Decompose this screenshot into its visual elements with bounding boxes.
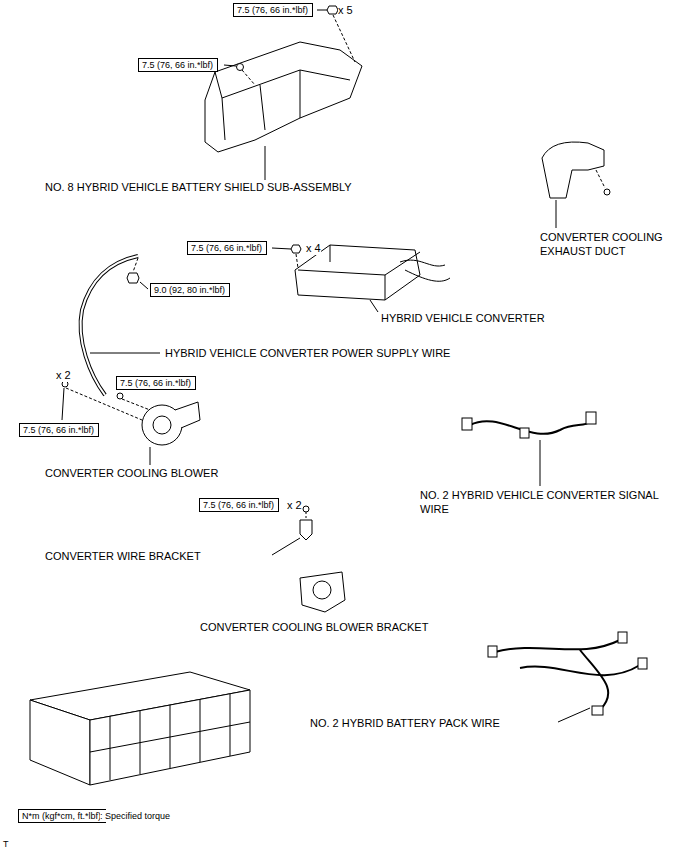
torque-box: 7.5 (76, 66 in.*lbf)	[233, 3, 313, 17]
pack-front	[90, 690, 250, 785]
connector-icon	[520, 428, 529, 438]
dash-line	[596, 170, 605, 188]
torque-box: 7.5 (76, 66 in.*lbf)	[199, 498, 279, 512]
torque-box: N*m (kgf*cm, ft.*lbf)	[18, 809, 106, 823]
part-name: CONVERTER COOLING BLOWER BRACKET	[200, 620, 428, 634]
torque-box: 9.0 (92, 80 in.*lbf)	[150, 283, 230, 297]
nut-icon	[127, 273, 139, 283]
duct-part	[542, 142, 604, 198]
part-name: CONVERTER COOLING BLOWER	[45, 466, 218, 480]
torque-value: 7.5 (76, 66 in.*lbf)	[23, 424, 95, 436]
part-name: HYBRID VEHICLE CONVERTER	[381, 311, 545, 325]
part-name: CONVERTER COOLING EXHAUST DUCT	[540, 230, 665, 258]
part-name: HYBRID VEHICLE CONVERTER POWER SUPPLY WI…	[165, 346, 450, 360]
torque-value: 7.5 (76, 66 in.*lbf)	[120, 377, 192, 389]
nut-icon	[604, 189, 610, 195]
dash-line	[122, 399, 150, 410]
power-wire	[81, 256, 138, 395]
leader-line	[224, 65, 236, 66]
dash-line	[133, 258, 138, 272]
nut-icon	[303, 506, 309, 512]
bracket-part	[300, 520, 312, 540]
leader-line	[370, 300, 378, 312]
dash-line	[306, 512, 307, 519]
torque-box: 7.5 (76, 66 in.*lbf)	[138, 58, 218, 72]
torque-value: 7.5 (76, 66 in.*lbf)	[237, 4, 309, 16]
torque-value: 9.0 (92, 80 in.*lbf)	[154, 284, 226, 296]
blower-bracket-part	[300, 572, 345, 612]
leader-line	[272, 248, 291, 249]
torque-value: 7.5 (76, 66 in.*lbf)	[142, 59, 214, 71]
part-name: CONVERTER WIRE BRACKET	[45, 549, 201, 563]
pack-detail	[90, 694, 250, 780]
leader-line	[150, 447, 151, 465]
torque-value: N*m (kgf*cm, ft.*lbf)	[22, 810, 102, 822]
leader-line	[265, 146, 266, 180]
shield-detail	[215, 70, 350, 140]
quantity-label: x 5	[338, 3, 353, 17]
nut-icon	[291, 245, 301, 253]
part-name: NO. 8 HYBRID VEHICLE BATTERY SHIELD SUB-…	[45, 180, 352, 194]
part-name: NO. 2 HYBRID VEHICLE CONVERTER SIGNAL WI…	[420, 488, 670, 516]
signal-wire	[470, 420, 592, 434]
figure-code: T	[3, 838, 9, 850]
quantity-label: x 2	[56, 368, 71, 382]
quantity-label: x 4	[306, 241, 321, 255]
connector-icon	[462, 418, 472, 430]
dash-line	[242, 70, 255, 85]
torque-box: 7.5 (76, 66 in.*lbf)	[116, 376, 196, 390]
dash-line	[333, 15, 355, 62]
torque-box: 7.5 (76, 66 in.*lbf)	[19, 423, 99, 437]
connector-icon	[586, 412, 596, 424]
blower-hub	[153, 416, 171, 434]
torque-box: 7.5 (76, 66 in.*lbf)	[187, 241, 267, 255]
dash-line	[296, 254, 298, 268]
leader-line	[140, 282, 148, 289]
legend-text: : Specified torque	[100, 810, 170, 822]
leader-line	[556, 200, 557, 228]
part-name: NO. 2 HYBRID BATTERY PACK WIRE	[310, 716, 500, 730]
bolt-icon	[117, 393, 123, 399]
power-wire-inner	[81, 256, 138, 395]
connector-icon	[638, 658, 647, 669]
leader-line	[558, 708, 590, 722]
leader-line	[540, 440, 541, 486]
torque-value: 7.5 (76, 66 in.*lbf)	[191, 242, 263, 254]
leader-line	[272, 538, 300, 555]
converter-cable	[400, 260, 450, 281]
nut-icon	[327, 6, 338, 14]
pack-side	[30, 700, 90, 785]
shield-part	[205, 42, 362, 152]
dash-line	[66, 388, 142, 420]
blower-outlet	[175, 402, 200, 428]
pack-wire	[495, 640, 640, 710]
bracket-hole	[313, 581, 331, 599]
torque-value: 7.5 (76, 66 in.*lbf)	[203, 499, 275, 511]
connector-icon	[488, 646, 497, 657]
quantity-label: x 2	[287, 498, 302, 512]
leader-line	[90, 353, 160, 354]
bolt-icon	[237, 64, 244, 71]
leader-line	[62, 388, 64, 420]
connector-icon	[592, 706, 603, 715]
connector-icon	[618, 632, 627, 643]
